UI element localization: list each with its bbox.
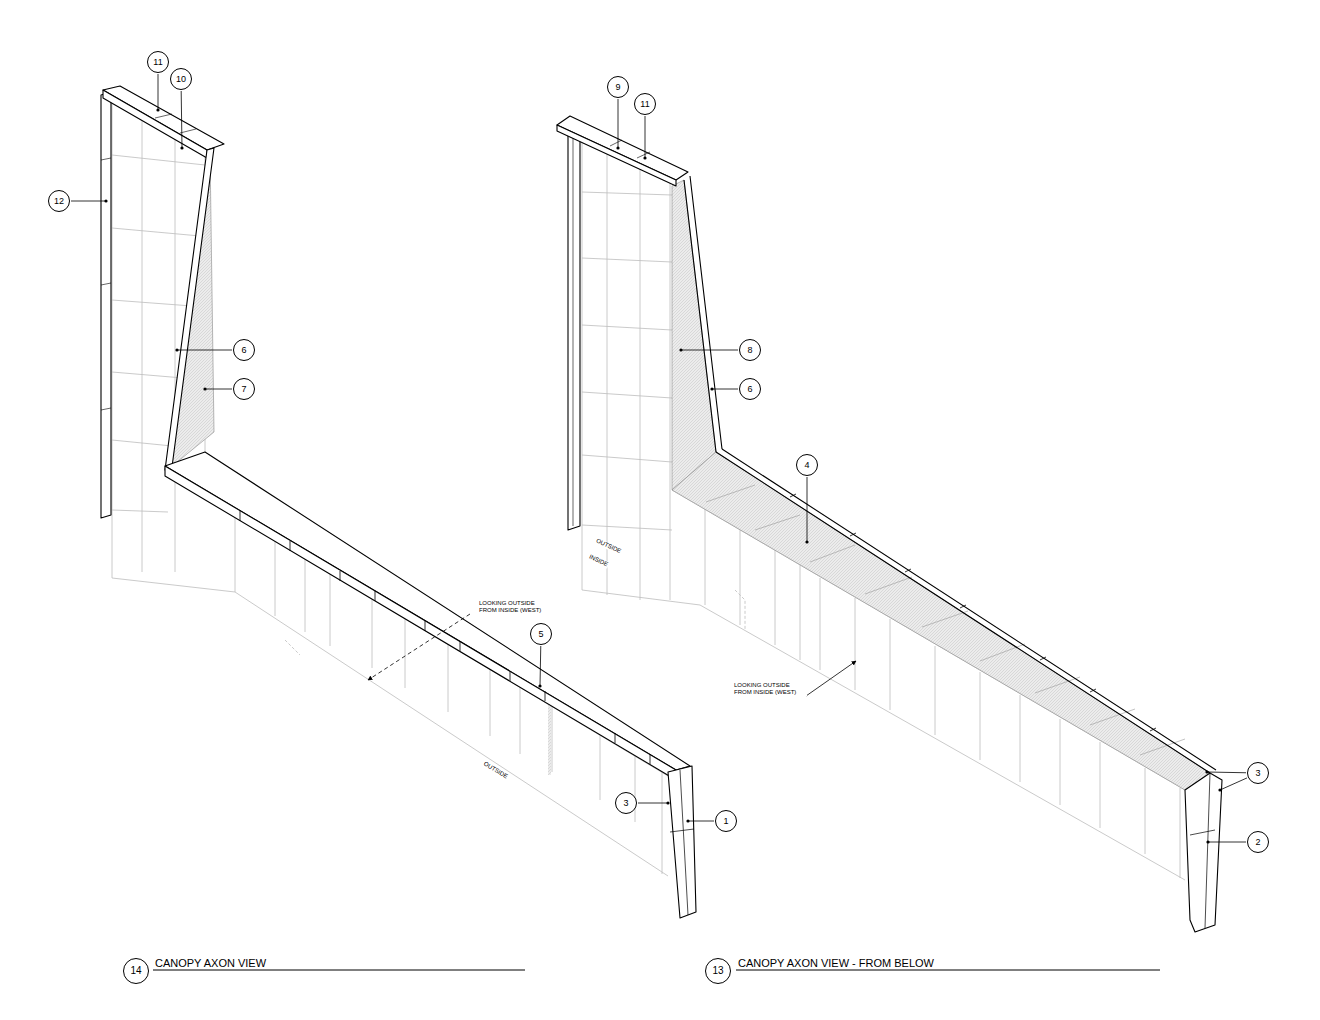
leader-line	[158, 74, 159, 110]
view-title: CANOPY AXON VIEW - FROM BELOW	[738, 957, 934, 969]
view-note: LOOKING OUTSIDE FROM INSIDE (WEST)	[733, 682, 807, 696]
callout-number: 8	[739, 339, 761, 361]
callout-number: 5	[530, 623, 552, 645]
callout-number: 6	[739, 378, 761, 400]
view-title: CANOPY AXON VIEW	[155, 957, 266, 969]
fin-soffit	[672, 180, 716, 490]
leader-dot	[666, 801, 669, 804]
callout-number: 3	[1247, 762, 1269, 784]
leader-line	[645, 116, 646, 158]
leader-line	[807, 477, 808, 542]
leader-dot	[710, 387, 713, 390]
callout-number: 11	[634, 93, 656, 115]
side-label: INSIDE	[587, 553, 610, 569]
leader-dot	[203, 387, 206, 390]
leader-line	[1207, 772, 1246, 774]
leader-line	[181, 91, 183, 148]
leader-dot	[1206, 840, 1209, 843]
leader-dot	[175, 348, 178, 351]
leader-line	[681, 350, 738, 351]
glazing-grid	[582, 135, 1185, 880]
leader-line	[205, 389, 232, 390]
callout-number: 12	[48, 190, 70, 212]
callout-number: 2	[1247, 831, 1269, 853]
title-underline	[153, 970, 525, 971]
leader-dot	[616, 146, 619, 149]
view-number: 13	[705, 958, 731, 984]
leader-dot	[156, 108, 159, 111]
leader-line	[1208, 842, 1246, 843]
callout-number: 10	[170, 68, 192, 90]
leader-dot	[805, 540, 808, 543]
callout-number: 3	[615, 792, 637, 814]
callout-number: 11	[147, 51, 169, 73]
callout-number: 6	[233, 339, 255, 361]
view-note: LOOKING OUTSIDE FROM INSIDE (WEST)	[478, 600, 552, 614]
view-direction-arrow	[368, 614, 470, 680]
leader-line	[712, 389, 738, 390]
leader-line	[71, 201, 106, 202]
callout-number: 1	[715, 810, 737, 832]
side-label: OUTSIDE	[594, 537, 623, 555]
soffit-joints	[706, 485, 1185, 755]
view-direction-arrow	[806, 661, 856, 696]
canopy-structure	[557, 116, 1222, 932]
title-underline	[736, 970, 1160, 971]
callout-number: 4	[796, 454, 818, 476]
canopy-structure	[101, 86, 696, 918]
leader-dot	[180, 146, 183, 149]
leader-line	[688, 821, 714, 822]
leader-dot	[643, 156, 646, 159]
view-number: 14	[123, 958, 149, 984]
leader-dot	[679, 348, 682, 351]
canopy-soffit	[672, 452, 1210, 790]
leader-dot	[1218, 788, 1221, 791]
leader-dot	[538, 684, 541, 687]
callout-number: 7	[233, 378, 255, 400]
leader-line	[638, 803, 668, 804]
callout-number: 9	[607, 76, 629, 98]
leader-line	[177, 350, 232, 351]
leader-line	[618, 99, 619, 148]
leader-dot	[1205, 770, 1208, 773]
leader-dot	[686, 819, 689, 822]
leader-line	[1220, 778, 1247, 790]
leader-dot	[104, 199, 107, 202]
leader-line	[540, 646, 542, 686]
